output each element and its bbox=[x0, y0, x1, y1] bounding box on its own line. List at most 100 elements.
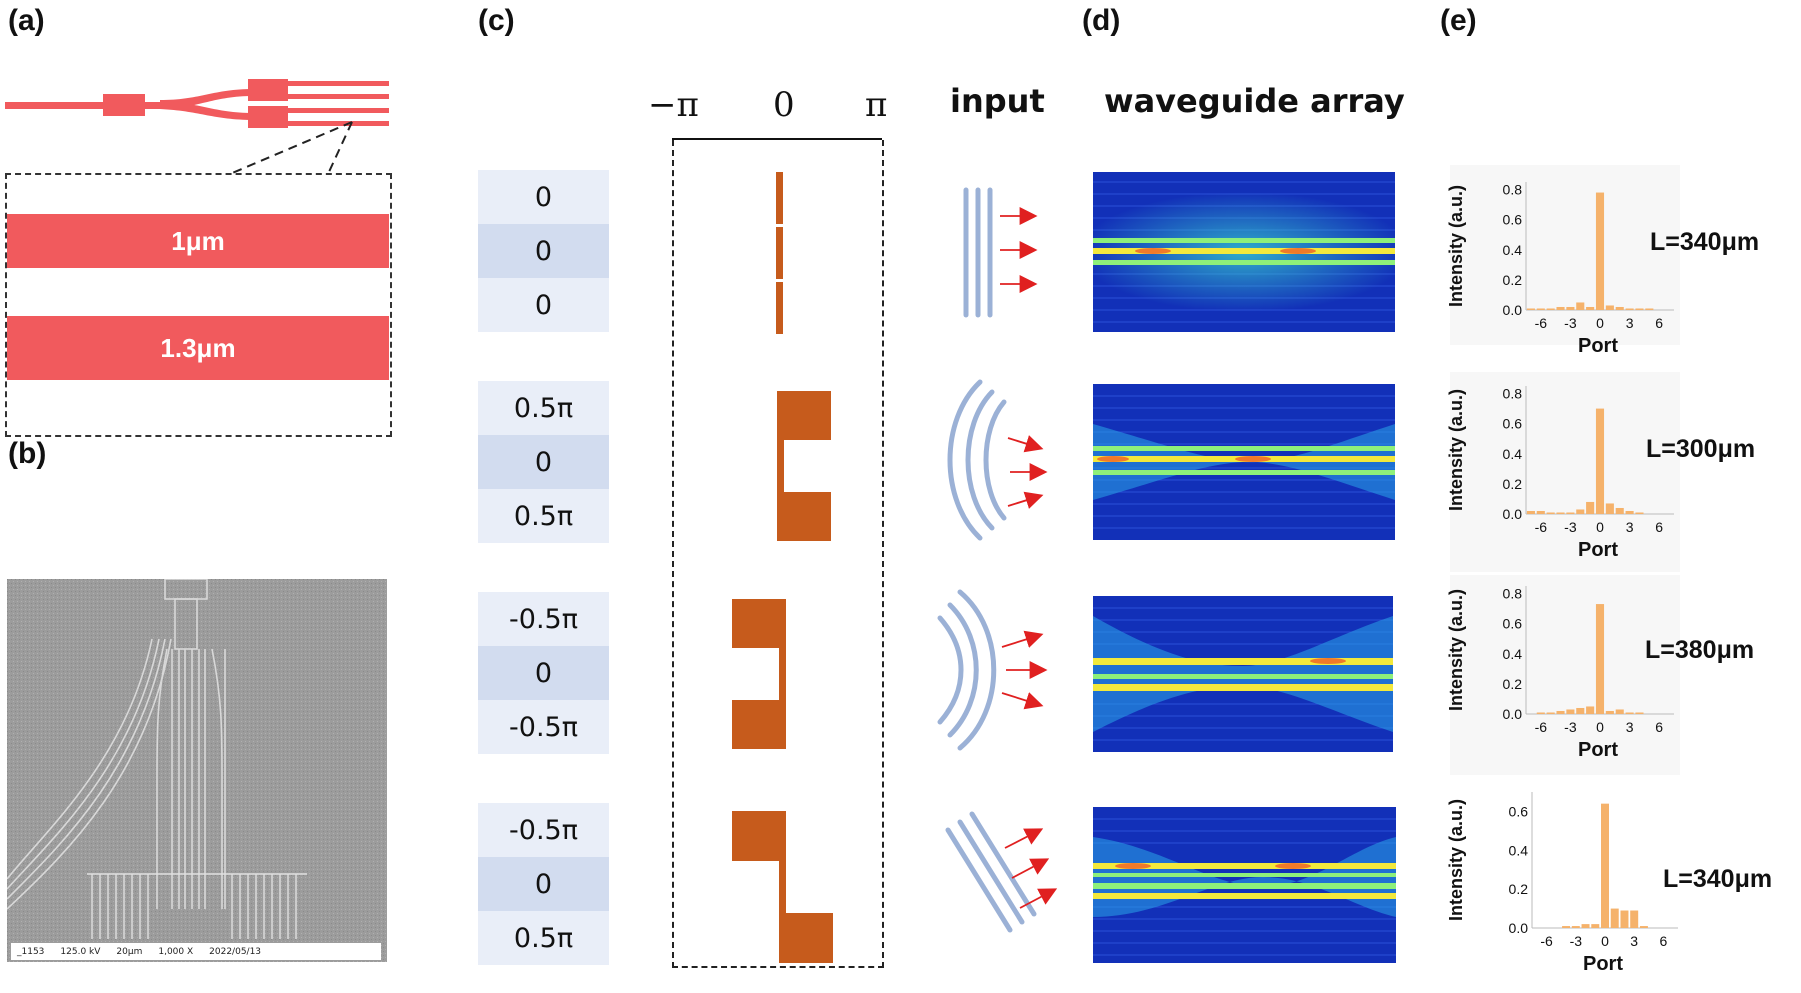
phase-bar-r1-2 bbox=[776, 227, 783, 279]
chart-bg-2 bbox=[1450, 372, 1680, 572]
bar-4-port--3 bbox=[1571, 926, 1580, 928]
bar-1-port-5 bbox=[1645, 308, 1654, 310]
y-tick-label-1: 0.4 bbox=[1503, 242, 1523, 258]
bar-2-port-3 bbox=[1625, 510, 1634, 514]
sem-magnification: 1,000 X bbox=[158, 946, 194, 957]
bar-3-port--5 bbox=[1546, 712, 1555, 714]
phase-cell-r3-1: -0.5π bbox=[478, 592, 609, 646]
x-tick-label-4: -3 bbox=[1570, 933, 1583, 949]
waveguide-width-label-2: 1.3μm bbox=[160, 333, 236, 363]
phase-bar-r4-2 bbox=[779, 861, 786, 913]
length-label-3: L=380μm bbox=[1645, 636, 1755, 664]
phase-bar-r2-1 bbox=[777, 391, 831, 440]
bar-1-port--2 bbox=[1576, 302, 1585, 310]
bar-3-port-1 bbox=[1605, 710, 1614, 714]
phase-cell-r3-2: 0 bbox=[478, 646, 609, 700]
bar-4-port-1 bbox=[1610, 908, 1619, 928]
bar-4-port-4 bbox=[1639, 926, 1648, 928]
bar-4-port-2 bbox=[1620, 910, 1629, 928]
phase-bar-r3-1 bbox=[732, 599, 786, 648]
x-tick-label-2: 0 bbox=[1596, 519, 1604, 535]
x-tick-label-3: -3 bbox=[1564, 719, 1577, 735]
waveguide-array-header: waveguide array bbox=[1104, 82, 1405, 120]
curved-wavefront-1 bbox=[947, 379, 983, 541]
zoom-inset bbox=[5, 173, 392, 437]
x-tick-label-2: 3 bbox=[1626, 519, 1634, 535]
x-tick-label-1: -3 bbox=[1564, 315, 1577, 331]
field-map-3 bbox=[1093, 596, 1393, 752]
x-tick-label-3: 0 bbox=[1596, 719, 1604, 735]
x-tick-label-1: 3 bbox=[1626, 315, 1634, 331]
bar-2-port--5 bbox=[1546, 512, 1555, 514]
x-axis-label-1: Port bbox=[1578, 335, 1618, 357]
y-tick-label-1: 0.8 bbox=[1503, 182, 1523, 198]
axis-label-zero: 0 bbox=[773, 85, 795, 125]
x-tick-label-4: -6 bbox=[1540, 933, 1553, 949]
bar-2-port--2 bbox=[1576, 509, 1585, 514]
phase-cell-r4-1: -0.5π bbox=[478, 803, 609, 857]
y-tick-label-4: 0.6 bbox=[1509, 803, 1529, 819]
field-map-1 bbox=[1093, 172, 1395, 332]
bar-1-port--4 bbox=[1556, 306, 1565, 310]
y-axis-label-1: Intensity (a.u.) bbox=[1446, 185, 1466, 307]
bar-3-port--2 bbox=[1576, 707, 1585, 714]
sem-micrograph: _1153 125.0 kV 20μm 1,000 X 2022/05/13 bbox=[7, 579, 387, 962]
bar-1-port--1 bbox=[1586, 306, 1595, 310]
x-tick-label-3: 6 bbox=[1655, 719, 1663, 735]
field-map-2 bbox=[1093, 384, 1395, 540]
bar-3-port-2 bbox=[1615, 709, 1624, 714]
x-tick-label-1: 0 bbox=[1596, 315, 1604, 331]
y-tick-label-3: 0.6 bbox=[1503, 616, 1523, 632]
bar-2-port--1 bbox=[1586, 501, 1595, 514]
x-axis-label-4: Port bbox=[1583, 953, 1623, 975]
x-tick-label-2: -6 bbox=[1535, 519, 1548, 535]
y-axis-label-3: Intensity (a.u.) bbox=[1446, 589, 1466, 711]
bar-1-port--6 bbox=[1536, 308, 1545, 310]
phase-bar-r1-1 bbox=[776, 172, 783, 224]
x-tick-label-4: 3 bbox=[1630, 933, 1638, 949]
phase-cell-r2-3: 0.5π bbox=[478, 489, 609, 543]
bar-3-port--1 bbox=[1586, 706, 1595, 714]
length-label-2: L=300μm bbox=[1646, 435, 1756, 463]
phase-cell-r2-1: 0.5π bbox=[478, 381, 609, 435]
waveguide-1-3um: 1.3μm bbox=[7, 316, 389, 380]
panel-label-d: (d) bbox=[1082, 4, 1121, 37]
bar-3-port--4 bbox=[1556, 710, 1565, 714]
y-tick-label-2: 0.0 bbox=[1503, 506, 1523, 522]
x-axis-label-2: Port bbox=[1578, 539, 1618, 561]
panel-label-b: (b) bbox=[8, 437, 47, 470]
bar-2-port-0 bbox=[1595, 408, 1605, 514]
phase-cell-r1-3: 0 bbox=[478, 278, 609, 332]
y-tick-label-2: 0.6 bbox=[1503, 416, 1523, 432]
bar-3-port-0 bbox=[1595, 604, 1605, 714]
phase-profile-bars bbox=[732, 172, 833, 963]
phase-bar-r2-2 bbox=[777, 440, 784, 492]
phase-bar-r4-3 bbox=[779, 913, 833, 963]
phase-profile-box bbox=[672, 140, 884, 968]
y-tick-label-3: 0.2 bbox=[1503, 676, 1523, 692]
bar-1-port-2 bbox=[1615, 306, 1624, 310]
phase-bar-r4-1 bbox=[732, 811, 786, 861]
bar-3-port--3 bbox=[1566, 709, 1575, 714]
bar-3-port--6 bbox=[1536, 712, 1545, 714]
bar-1-port-3 bbox=[1625, 308, 1634, 310]
y-tick-label-3: 0.0 bbox=[1503, 706, 1523, 722]
x-axis-label-3: Port bbox=[1578, 739, 1618, 761]
phase-cell-r1-2: 0 bbox=[478, 224, 609, 278]
bar-4-port--2 bbox=[1581, 924, 1590, 928]
x-tick-label-1: -6 bbox=[1535, 315, 1548, 331]
bar-2-port-2 bbox=[1615, 507, 1624, 514]
x-tick-label-2: -3 bbox=[1564, 519, 1577, 535]
bar-2-port--6 bbox=[1536, 510, 1545, 514]
bar-4-port--1 bbox=[1591, 924, 1600, 928]
waveguide-1um: 1μm bbox=[7, 214, 389, 268]
x-tick-label-4: 6 bbox=[1660, 933, 1668, 949]
bar-1-port--3 bbox=[1566, 306, 1575, 310]
y-tick-label-1: 0.2 bbox=[1503, 272, 1523, 288]
chart-bg-1 bbox=[1450, 165, 1680, 345]
axis-label-pi: π bbox=[865, 85, 888, 125]
y-tick-label-2: 0.4 bbox=[1503, 446, 1523, 462]
phase-cell-r1-1: 0 bbox=[478, 170, 609, 224]
input-header: input bbox=[950, 82, 1045, 120]
